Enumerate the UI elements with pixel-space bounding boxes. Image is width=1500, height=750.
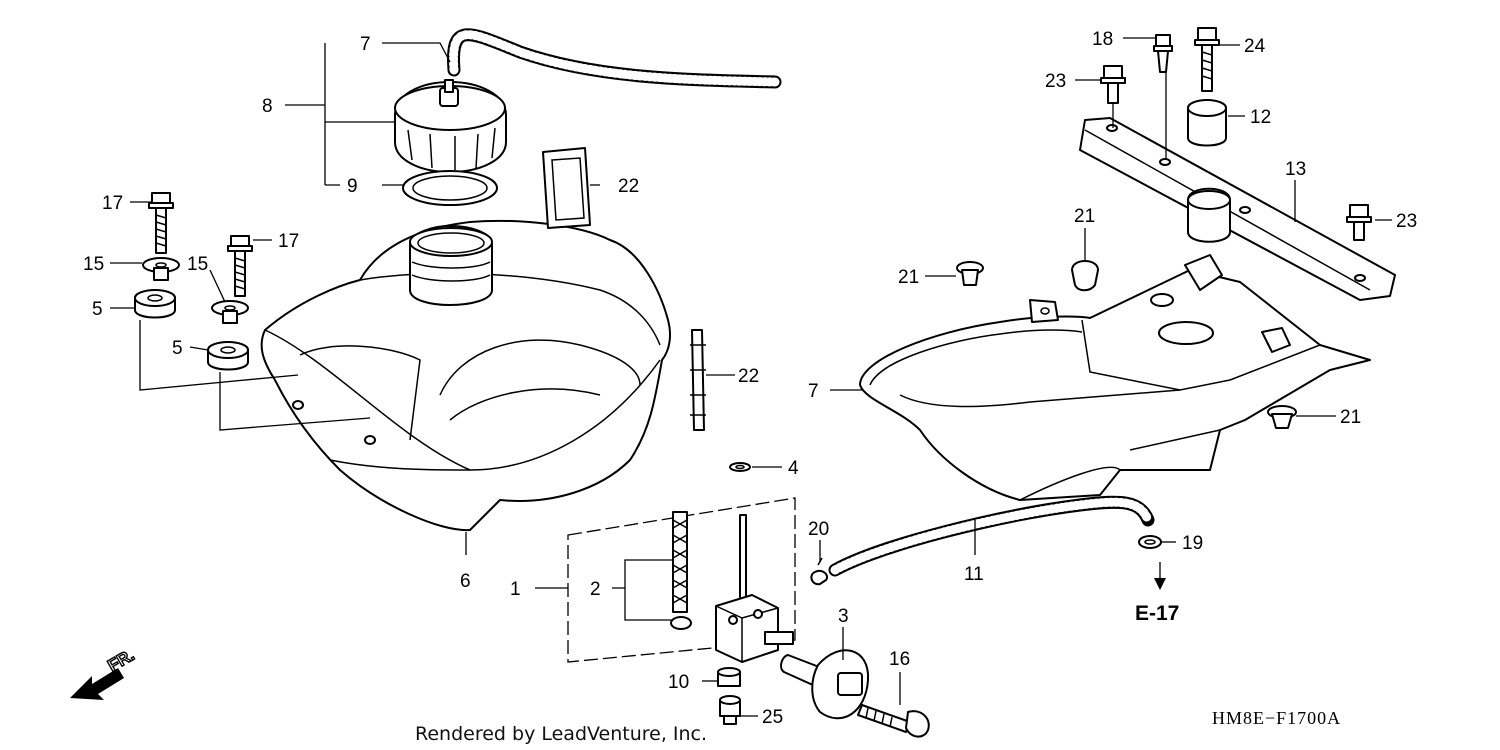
rubber-mount-5-left [134,289,176,319]
callout-25: 25 [762,707,783,728]
fuel-cap-gasket [402,170,498,206]
bolt-17-right [227,235,253,297]
rubber-mount-13 [1187,99,1227,147]
callout-5-right: 5 [172,338,183,359]
callout-10: 9 [347,176,358,197]
fuel-cock-assembly [567,497,796,663]
front-direction-label: FR. [105,645,138,675]
callout-21-b: 21 [1074,206,1095,227]
callout-15-right: 15 [187,254,208,275]
washer-11 [717,667,741,687]
bolt-17-left [148,192,174,254]
front-direction-arrow: FR. [70,645,138,700]
grommet-21-c [1267,405,1297,429]
fuel-cock-lever [780,649,870,720]
callout-4: 4 [788,458,799,479]
grommet-21-b [1071,260,1099,292]
callout-6: 6 [460,571,471,592]
callout-21-a: 21 [898,267,919,288]
bolt-24 [1194,27,1220,92]
credit-text: Rendered by LeadVenture, Inc. [415,723,707,745]
bolt-25 [719,695,741,725]
callout-22-lower: 22 [738,366,759,387]
under-cover [859,254,1371,501]
mount-leader-left [139,320,299,391]
reference-e17: E-17 [1135,602,1179,625]
callout-5-left: 5 [92,299,103,320]
callout-18: 18 [1092,29,1113,50]
callout-2: 2 [590,579,601,600]
callout-9: 8 [262,96,273,117]
leader-lines [110,37,1392,717]
collar-15-right [211,300,249,324]
callout-23-top: 23 [1045,71,1066,92]
callout-seven: 7 [808,381,819,402]
collar-15-left [142,257,180,281]
breather-hose [447,28,782,89]
fuel-hose [828,495,1155,577]
bolt-18 [1153,34,1173,73]
callout-20: 20 [808,519,829,540]
washer-4 [729,462,751,472]
bolt-23-right [1346,204,1372,241]
callout-1: 1 [510,579,521,600]
tank-band-upper [542,147,591,229]
fuel-tank [260,219,671,532]
rubber-mount-5-right [207,341,249,371]
screw-16 [857,704,930,738]
callout-17-right: 17 [278,231,299,252]
mount-leader-right [219,372,371,431]
callout-23-right: 23 [1396,211,1417,232]
grommet-21-a [956,261,984,286]
callout-14: 13 [1285,159,1306,180]
callout-24: 24 [1244,36,1266,57]
drawing-code: HM8E−F1700A [1212,708,1341,728]
callout-3: 3 [838,606,849,627]
callout-19: 19 [1182,533,1203,554]
callout-13: 12 [1250,107,1271,128]
tank-bracket [1079,117,1396,301]
callout-16: 16 [889,649,910,670]
tank-band-lower [690,329,706,431]
callout-12: 11 [964,564,984,585]
callout-11: 10 [668,672,689,693]
callout-8: 7 [360,34,371,55]
callout-22-upper: 22 [618,176,639,197]
callout-21-c: 21 [1340,407,1361,428]
callout-17-left: 17 [102,193,123,214]
bolt-23-top [1100,65,1126,104]
hose-clip-20 [810,557,828,586]
callout-15-left: 15 [83,254,104,275]
hose-clip-19 [1138,535,1162,549]
fuel-cap [394,79,507,173]
callout-labels: 7 8 9 22 17 17 15 15 5 5 22 4 6 1 2 3 10… [83,29,1417,728]
